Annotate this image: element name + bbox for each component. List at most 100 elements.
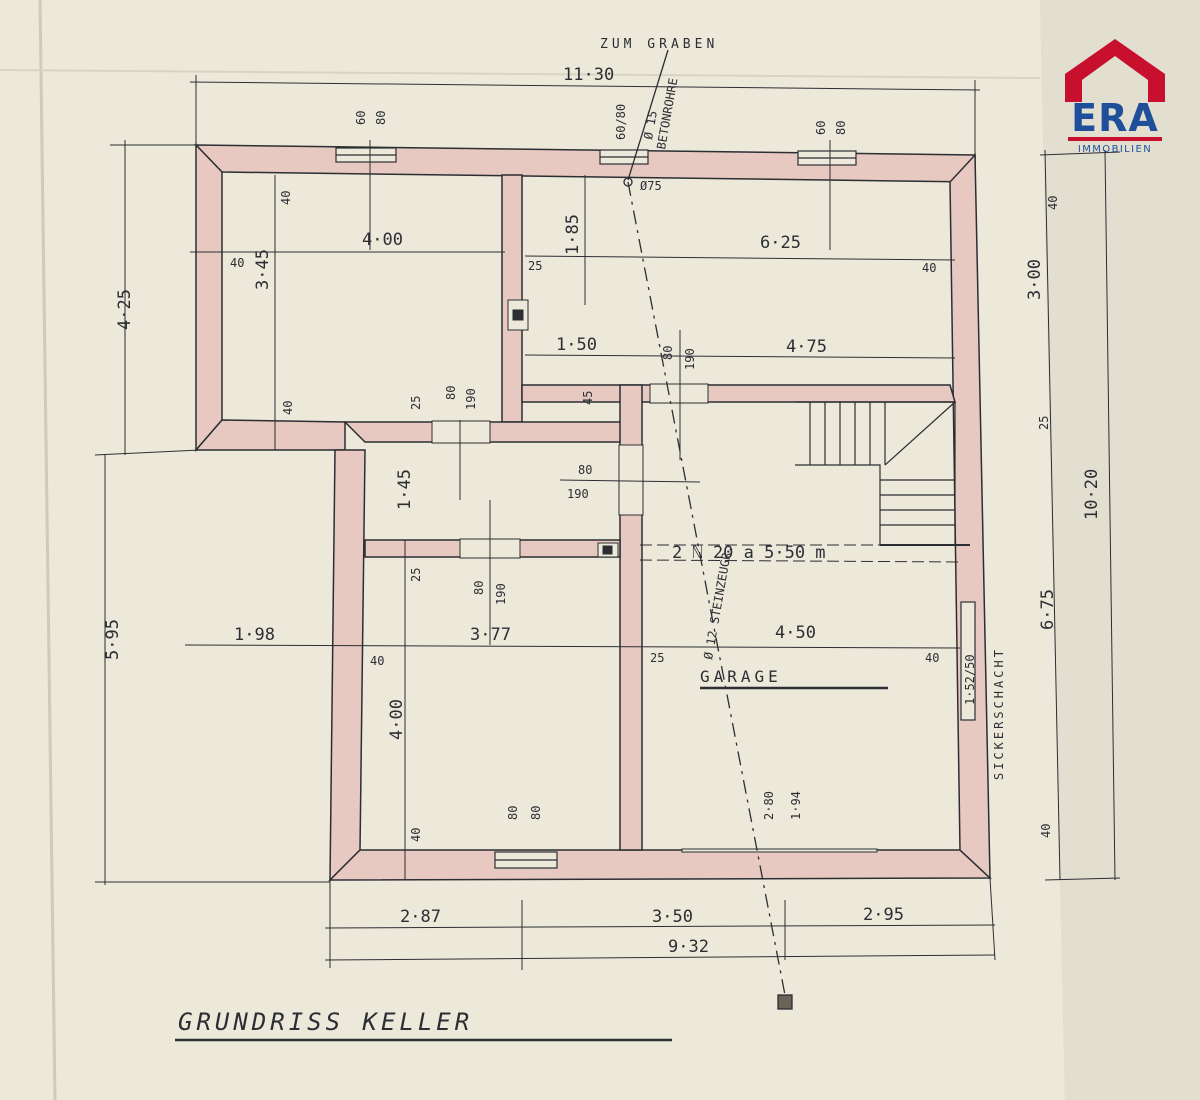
paper-crease-left: [38, 0, 57, 1100]
dim-wall-right-bottom: 40: [1039, 824, 1053, 838]
dim-wall-sw-bottom: 40: [409, 828, 423, 842]
dim-wall-ne-left: 25: [528, 259, 542, 273]
dim-left-lower: 5·95: [103, 619, 123, 660]
dim-line-right-segments: [1044, 149, 1061, 881]
dim-sw-width: [184, 644, 961, 649]
dim-door-a-width: 80: [444, 386, 458, 400]
window-garage-label: 1·52/50: [963, 654, 977, 705]
dim-value-45: 45: [581, 391, 595, 405]
dim-wall-garage-right: 40: [925, 651, 939, 665]
dim-door-d-width: 80: [578, 463, 592, 477]
dim-total-width-bottom: 9·32: [668, 937, 709, 957]
dim-window-1-a: 60: [354, 111, 368, 125]
door-opening-ne-room: [649, 383, 709, 404]
dim-bottom-seg-1: 2·87: [400, 907, 441, 927]
dim-garage-depth: 6·75: [1038, 589, 1058, 630]
dim-wall-nw-left: 40: [230, 256, 244, 270]
dim-window-3-a: 80: [506, 806, 520, 820]
wall-nw-bottom: [194, 419, 346, 451]
dim-door-d-height: 190: [567, 487, 589, 501]
dim-room-sw-height: 4·00: [387, 699, 407, 740]
pipe-dashed: [627, 181, 786, 996]
windows: [335, 147, 976, 869]
dim-wall-storage: 25: [409, 396, 423, 410]
pipe-diameter-label: Ø75: [640, 179, 662, 193]
dim-garage-width: 4·50: [775, 623, 816, 643]
dim-door-b-width: 80: [661, 346, 675, 360]
pipe-to-ditch: [627, 49, 669, 181]
dim-window-1-b: 80: [374, 111, 388, 125]
dim-room-ne-sub-1: 1·50: [556, 335, 597, 355]
dim-wall-nw-top: 40: [279, 191, 293, 205]
wall-left-lower: [329, 449, 366, 882]
dim-bottom-seg-2: 3·50: [652, 907, 693, 927]
drawing-title: GRUNDRISS KELLER: [178, 1008, 473, 1036]
dim-door-b-height: 190: [683, 348, 697, 370]
paper-fold-right: [1040, 0, 1200, 1100]
seepage-pit: [777, 994, 793, 1010]
dim-wall-nw-bottom: 40: [281, 401, 295, 415]
garage-label: GARAGE: [700, 667, 782, 686]
dim-middle-room-height: 1·45: [395, 469, 415, 510]
dim-left-offset: 1·98: [234, 625, 275, 645]
dim-ne-width: [524, 255, 956, 261]
chimney-flue: [512, 309, 524, 321]
logo-text: ERA: [1071, 96, 1159, 140]
wall-right: [949, 153, 991, 880]
dim-ne-sub: [524, 354, 956, 359]
dim-wall-sw-top: 25: [409, 568, 423, 582]
door-opening-storage: [431, 420, 491, 444]
dim-door-d: [559, 479, 701, 483]
dim-room-sw-width: 3·77: [470, 625, 511, 645]
dim-pipe-window: 60/80: [614, 104, 628, 140]
pipe-outlet: [623, 177, 633, 187]
garage-door: [681, 848, 878, 853]
dim-room-ne-width: 6·25: [760, 233, 801, 253]
dim-bottom-seg-3: 2·95: [863, 905, 904, 925]
drain-pipe: [623, 49, 793, 1010]
dim-total-height-right: 10·20: [1082, 469, 1102, 520]
logo-subtitle: IMMOBILIEN: [1077, 144, 1153, 155]
era-logo: ERA IMMOBILIEN: [1060, 34, 1170, 169]
dim-left-upper: 4·25: [115, 289, 135, 330]
dim-wall-right-mid: 25: [1037, 416, 1051, 430]
stair-label: 2 ℕ 20 a 5·50 m: [672, 543, 826, 563]
wall-left-upper: [195, 143, 223, 453]
dim-wall-garage-left: 25: [650, 651, 664, 665]
dim-wall-ne-right: 40: [922, 261, 936, 275]
logo-roof-icon: [1065, 39, 1165, 102]
dim-door-c-width: 80: [472, 581, 486, 595]
logo-bar: [1068, 137, 1162, 141]
walls: [194, 143, 992, 882]
seepage-label: SICKERSCHACHT: [992, 647, 1006, 780]
door-openings: [431, 299, 878, 853]
dim-window-3-b: 80: [529, 806, 543, 820]
dim-line-top-total: [189, 81, 981, 91]
wall-inner-vertical-1: [501, 174, 523, 423]
dim-line-bottom-segments: [324, 924, 996, 929]
dim-line-bottom-total: [324, 954, 996, 961]
dim-garage-door-b: 1·94: [789, 791, 803, 820]
dim-total-width-top: 11·30: [563, 65, 614, 85]
dim-window-2-a: 60: [814, 121, 828, 135]
door-opening-garage: [618, 444, 644, 516]
dim-garage-door-a: 2·80: [762, 791, 776, 820]
wall-inner-horizontal-2: [343, 421, 641, 443]
dim-right-top-wall: 3·00: [1025, 259, 1045, 300]
dim-room-nw-width: 4·00: [362, 230, 403, 250]
labels: ZUM GRABEN 11·30 4·25 5·95 10·20 3·00 6·…: [103, 37, 1102, 1036]
dim-wall-right-top: 40: [1046, 196, 1060, 210]
chimney-flue-2: [602, 545, 613, 555]
dim-wall-sw-left: 40: [370, 654, 384, 668]
dim-door-c-height: 190: [494, 583, 508, 605]
pipe-size-label: Ø 15: [641, 110, 660, 141]
dim-window-2-b: 80: [834, 121, 848, 135]
paper-crease-top: [0, 69, 1041, 79]
dim-room-ne-sub-2: 4·75: [786, 337, 827, 357]
to-ditch-label: ZUM GRABEN: [600, 37, 718, 52]
dimension-lines: [94, 75, 1121, 1042]
window-garage: [960, 601, 976, 721]
dim-door-a-height: 190: [464, 388, 478, 410]
